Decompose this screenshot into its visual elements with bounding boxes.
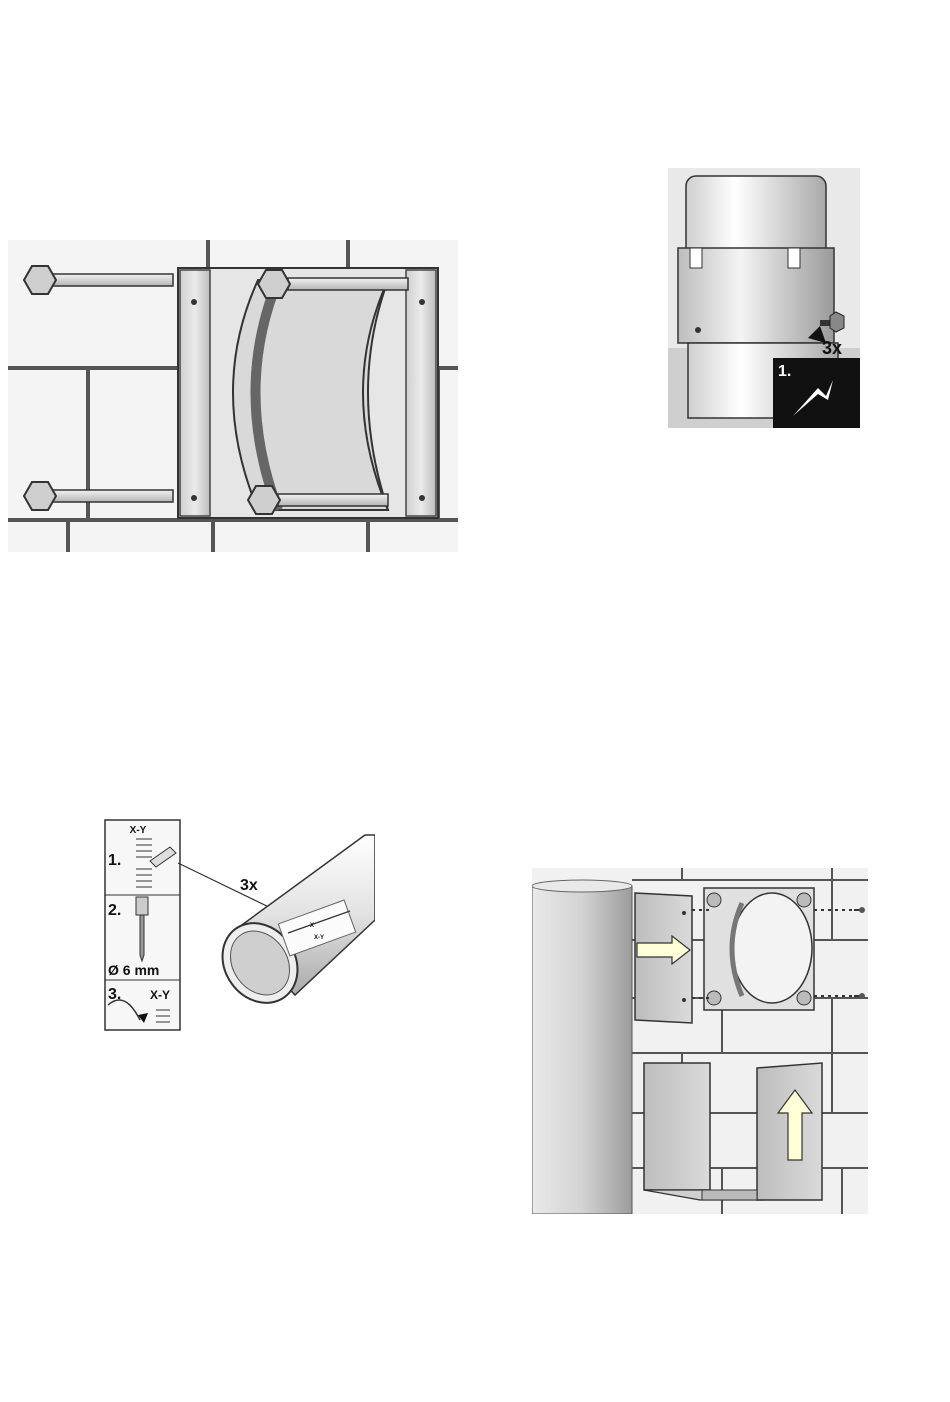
count-label: 3x: [240, 877, 258, 894]
figure-pipe-joint: 3x 1.: [668, 168, 860, 428]
drill-chuck: [136, 897, 148, 915]
wall-bracket-illustration: [8, 240, 458, 552]
step-label: 1.: [778, 363, 791, 380]
step2-label: 2.: [108, 902, 121, 919]
figure-drilling: X-Y 1. 2. Ø 6 mm 3. X-Y 3x: [100, 815, 375, 1060]
drilling-illustration: X-Y 1. 2. Ø 6 mm 3. X-Y 3x: [100, 815, 375, 1060]
cover-assembly-illustration: [532, 868, 868, 1214]
count-label: 3x: [822, 338, 842, 358]
bracket-opening: [732, 893, 812, 1003]
pipe-joint-illustration: 3x 1.: [668, 168, 860, 428]
figure-wall-bracket: [8, 240, 458, 552]
drill-size-label: Ø 6 mm: [108, 962, 159, 978]
mark-label-top: X-Y: [130, 825, 147, 836]
pipe-mark-bottom: X-Y: [314, 935, 324, 941]
chimney-column: [532, 886, 632, 1214]
drill-bit-icon: [140, 915, 144, 961]
mark-label-bottom: X-Y: [150, 988, 170, 1002]
step1-label: 1.: [108, 852, 121, 869]
pipe-mark-top: X: [310, 923, 314, 929]
figure-cover-assembly: [532, 868, 868, 1214]
upper-pipe: [686, 176, 826, 256]
